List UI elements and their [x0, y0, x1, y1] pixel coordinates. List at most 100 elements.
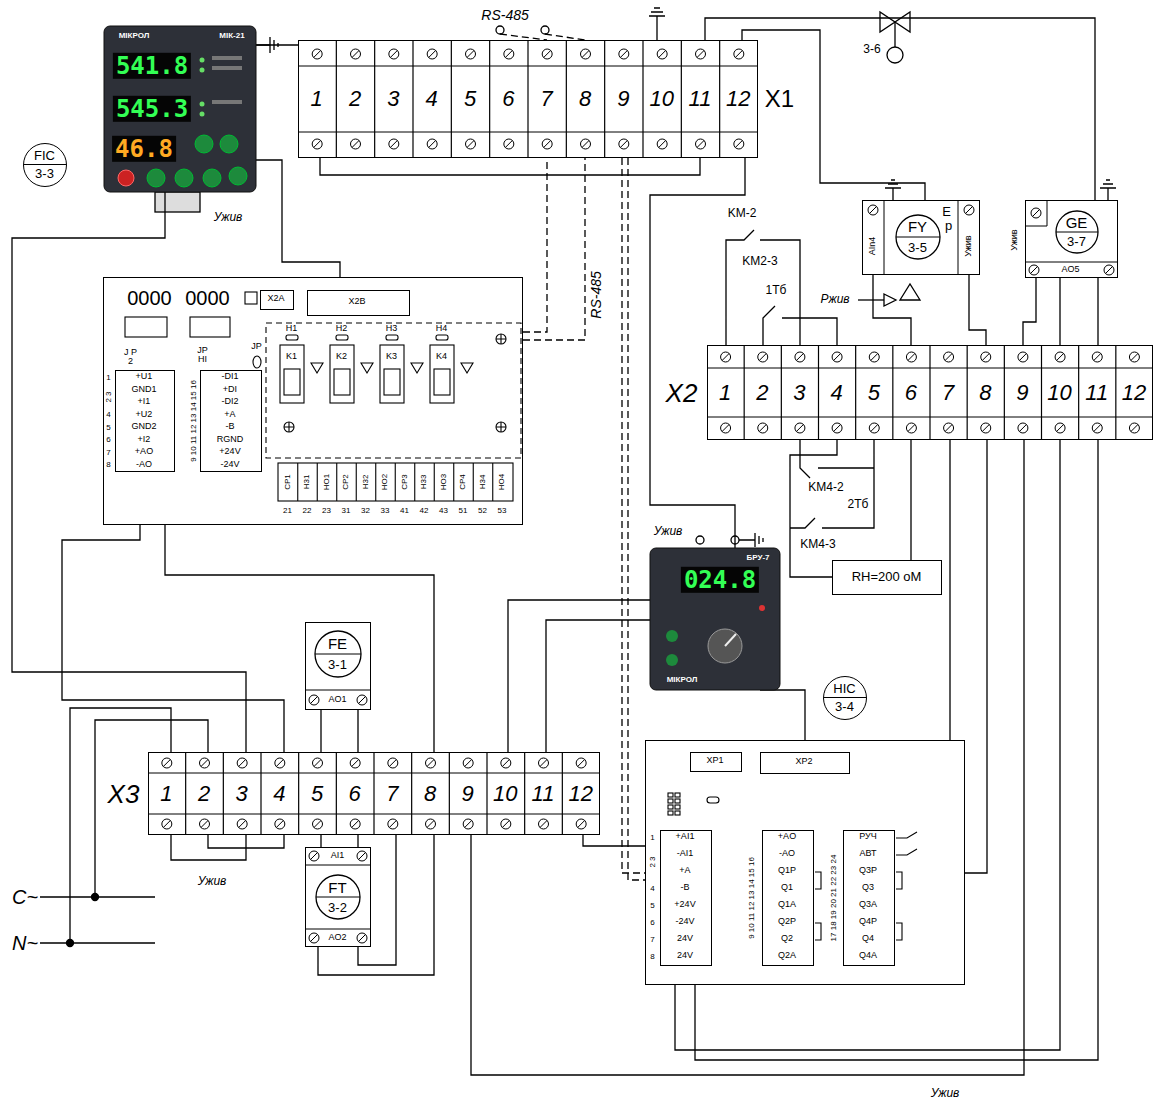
annotation-label: Ужив [196, 875, 229, 888]
node-text: +24V [674, 900, 695, 910]
terminal-text: 4 [426, 86, 438, 110]
node-text: АВТ [860, 849, 877, 859]
manual-control-device: 024.8БРУ-7МІКРОЛ [650, 548, 780, 690]
symbol-shape [427, 759, 434, 766]
node-text: Q3A [859, 900, 877, 910]
symbol-shape [375, 463, 376, 501]
symbol-shape [675, 805, 680, 809]
node-text: FY [908, 218, 927, 235]
symbol-shape [1129, 352, 1139, 362]
node-text: 7 [650, 935, 654, 944]
symbol-shape [1019, 424, 1026, 431]
symbol-shape [125, 317, 167, 337]
symbol-shape [350, 758, 360, 768]
symbol-shape [161, 819, 171, 829]
symbol-shape [311, 363, 323, 373]
symbol-shape [538, 758, 548, 768]
node-text: +AO [135, 447, 153, 457]
symbol-shape [1130, 353, 1137, 360]
symbol-shape [428, 140, 435, 147]
symbol-shape [492, 463, 493, 501]
terminal-text: X2 [666, 378, 698, 407]
symbol-shape [580, 49, 590, 59]
symbol-shape [358, 934, 365, 941]
terminal-text: 6 [502, 86, 514, 110]
symbol-shape [906, 352, 916, 362]
node-text: CP2 [342, 474, 351, 490]
symbol-shape [1056, 424, 1063, 431]
terminal-text: 12 [568, 781, 592, 805]
symbol-shape [104, 26, 256, 192]
node-text: 3-4 [835, 699, 854, 713]
node-text: +A [679, 866, 690, 876]
symbol-shape [489, 40, 490, 158]
node-text: HIC [833, 681, 855, 695]
node-text: E [942, 204, 951, 218]
symbol-shape [463, 819, 473, 829]
node-text: RH=200 оМ [852, 569, 922, 583]
symbol-shape [743, 345, 744, 440]
node-text: CP1 [283, 474, 292, 490]
symbol-shape [642, 40, 643, 158]
node-text: 3-7 [1067, 234, 1086, 248]
symbol-shape [237, 758, 247, 768]
node-text: AO1 [328, 695, 346, 705]
symbol-shape [175, 169, 193, 187]
wire-path [40, 8, 1116, 1060]
node-text: +U2 [136, 410, 153, 420]
symbol-shape [832, 352, 842, 362]
node-text: HO1 [322, 473, 331, 489]
symbol-shape [733, 49, 743, 59]
symbol-shape [309, 851, 319, 861]
symbol-shape [1056, 231, 1098, 232]
terminal-text: 1 [160, 781, 172, 805]
symbol-shape [357, 695, 367, 705]
terminal-text: 3 [387, 86, 399, 110]
symbol-shape [387, 758, 397, 768]
symbol-shape [312, 758, 322, 768]
terminal-text: 10 [1047, 380, 1071, 404]
node-text: X2B [348, 297, 365, 307]
wire-path [1100, 180, 1116, 200]
symbol-shape [472, 463, 473, 501]
terminal-text: 9 [1016, 380, 1028, 404]
node-text: X2A [267, 294, 284, 304]
node-text: GND2 [131, 422, 156, 432]
symbol-shape [980, 352, 990, 362]
annotation-label: Ржив [818, 293, 851, 306]
symbol-shape [906, 423, 916, 433]
pin-list: +U1GND1+I1+U2GND2+I2+AO-AO [115, 370, 175, 472]
symbol-shape [966, 345, 967, 440]
symbol-shape [315, 631, 361, 677]
symbol-shape [334, 369, 350, 395]
node-text: 6 [106, 436, 110, 445]
symbol-shape [312, 49, 322, 59]
node-text: 6 [650, 918, 654, 927]
annotation-label: KM4-2 [806, 481, 845, 494]
symbol-shape [305, 689, 371, 690]
symbol-shape [675, 793, 680, 797]
annotation-label: RS-485 [589, 269, 604, 320]
node-text: 0000 [127, 287, 172, 309]
wire-path [726, 230, 837, 345]
symbol-shape [450, 40, 451, 158]
node-text: 42 [420, 506, 429, 515]
symbol-shape [350, 139, 360, 149]
node-text: AO5 [1061, 265, 1079, 275]
symbol-shape [388, 139, 398, 149]
symbol-shape [604, 40, 605, 158]
node-text: 9 10 11 12 13 14 15 16 [747, 857, 756, 939]
symbol-shape [464, 820, 471, 827]
terminal-text: 5 [311, 781, 323, 805]
node-text: МІКРОЛ [667, 676, 698, 685]
annotation-label: Ужив [652, 525, 685, 538]
symbol-shape [386, 335, 398, 340]
symbol-shape [565, 40, 566, 158]
symbol-shape [436, 335, 448, 340]
node-text: -B [681, 883, 690, 893]
wire-connector [256, 44, 298, 45]
symbol-shape [884, 200, 958, 275]
node-text: +I2 [138, 435, 151, 445]
node-text: 22 [303, 506, 312, 515]
symbol-shape [212, 100, 242, 104]
